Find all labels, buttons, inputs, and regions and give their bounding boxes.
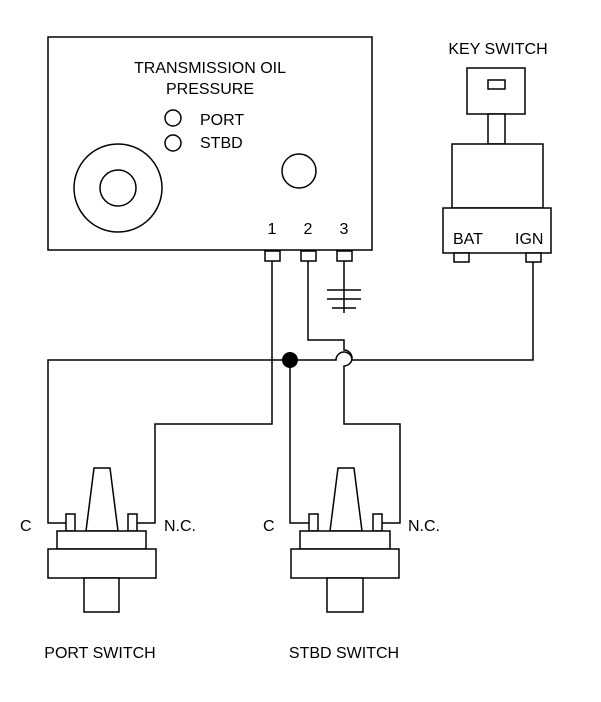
port-switch-collar <box>56 530 147 550</box>
key-head <box>466 67 526 115</box>
stbd-switch-nc-post <box>372 513 383 532</box>
port-switch-label: PORT SWITCH <box>44 645 155 662</box>
key-switch-title: KEY SWITCH <box>448 41 547 58</box>
terminal-3-label: 3 <box>340 221 349 238</box>
transmission-oil-pressure-panel: TRANSMISSION OIL PRESSURE PORT STBD 1 2 … <box>47 36 373 262</box>
port-switch-c-label: C <box>20 518 32 535</box>
bat-terminal-connector <box>453 252 470 263</box>
ign-terminal-connector <box>525 252 542 263</box>
wire-terminal1-to-port-nc <box>137 261 273 524</box>
port-indicator-label: PORT <box>200 112 244 129</box>
terminal-2-connector <box>300 250 317 262</box>
port-switch-stem <box>83 577 120 613</box>
port-switch-c-post <box>65 513 76 532</box>
ign-terminal-label: IGN <box>515 231 543 248</box>
key-slot <box>487 79 506 90</box>
wire-junction-dot <box>282 352 298 368</box>
port-indicator-light <box>164 109 182 127</box>
terminal-3-connector <box>336 250 353 262</box>
port-switch-nc-post <box>127 513 138 532</box>
port-switch-nc-label: N.C. <box>164 518 196 535</box>
stbd-switch-stem <box>326 577 364 613</box>
key-switch: KEY SWITCH BAT IGN <box>442 41 552 263</box>
stbd-switch-label: STBD SWITCH <box>289 645 399 662</box>
terminal-1-connector <box>264 250 281 262</box>
port-switch-body <box>47 548 157 579</box>
wire-junction-to-stbd-c <box>289 360 309 524</box>
port-pressure-switch: C N.C. PORT SWITCH <box>20 467 196 662</box>
key-switch-base <box>442 207 552 254</box>
stbd-switch-nc-label: N.C. <box>408 518 440 535</box>
port-switch-cone <box>85 467 119 532</box>
wire-ign-bus <box>47 262 534 524</box>
stbd-switch-c-label: C <box>263 518 275 535</box>
terminal-1-label: 1 <box>268 221 277 238</box>
stbd-indicator-light <box>164 134 182 152</box>
key-stem <box>487 113 506 145</box>
gauge-inner-ring <box>99 169 137 207</box>
panel-title-line2: PRESSURE <box>166 81 254 98</box>
stbd-switch-collar <box>299 530 391 550</box>
panel-title-line1: TRANSMISSION OIL <box>134 60 286 77</box>
stbd-indicator-label: STBD <box>200 135 243 152</box>
stbd-switch-cone <box>329 467 363 532</box>
panel-knob <box>281 153 317 189</box>
wiring <box>47 261 534 524</box>
ground-symbol <box>327 261 361 313</box>
stbd-switch-c-post <box>308 513 319 532</box>
stbd-switch-body <box>290 548 400 579</box>
key-switch-body <box>451 143 544 209</box>
stbd-pressure-switch: C N.C. STBD SWITCH <box>263 467 440 662</box>
bat-terminal-label: BAT <box>453 231 483 248</box>
terminal-2-label: 2 <box>304 221 313 238</box>
